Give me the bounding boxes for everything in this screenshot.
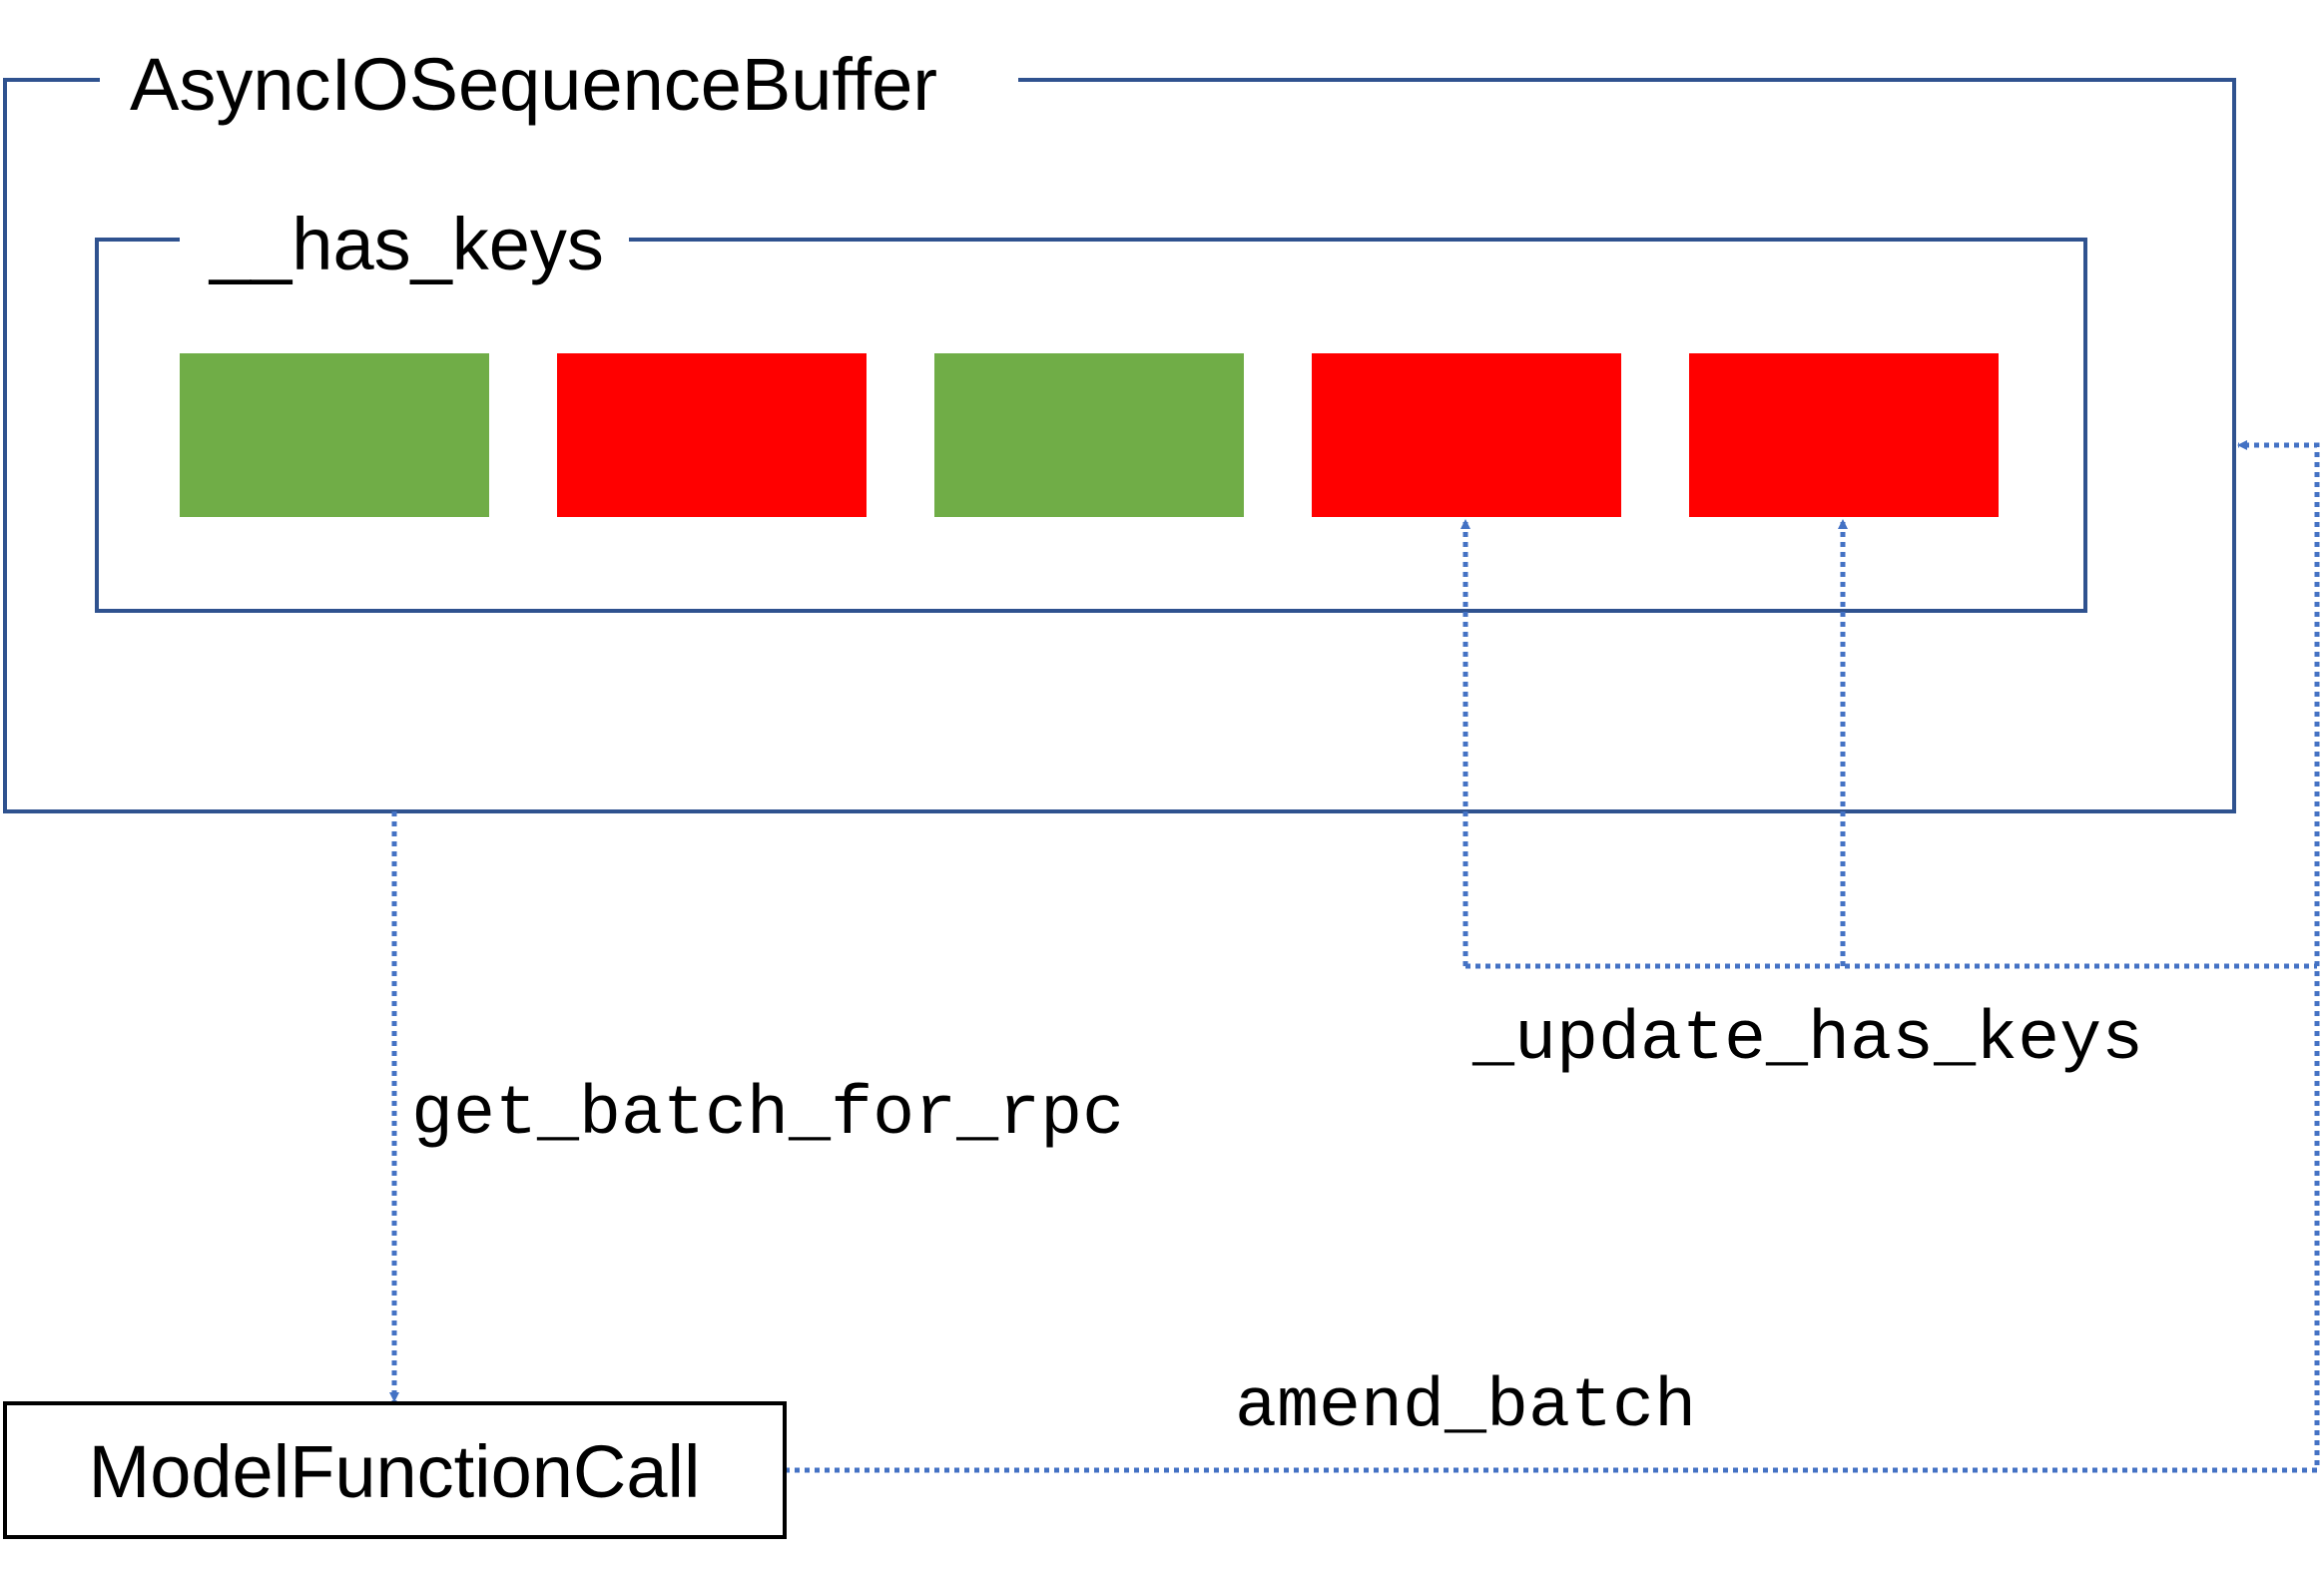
update-keys-label: _update_has_keys — [1471, 1001, 2143, 1080]
inner-container-border — [95, 238, 2087, 613]
key-slots — [180, 353, 1999, 517]
key-slot-5-missing — [1689, 353, 1999, 517]
get-batch-edge: get_batch_for_rpc — [389, 811, 1124, 1402]
key-slot-1-ready — [180, 353, 489, 517]
model-function-call-node: ModelFunctionCall — [3, 1401, 787, 1539]
amend-label: amend_batch — [1235, 1368, 1696, 1447]
key-slot-4-missing — [1312, 353, 1621, 517]
model-function-call-label: ModelFunctionCall — [89, 1430, 701, 1513]
get-batch-label: get_batch_for_rpc — [411, 1076, 1124, 1155]
key-slot-2-missing — [557, 353, 867, 517]
amend-path — [785, 440, 2320, 1473]
outer-container-border — [3, 78, 2236, 813]
amend-edge: amend_batch — [785, 440, 2320, 1473]
outer-container: AsyncIOSequenceBuffer — [3, 43, 2236, 813]
inner-container-title: __has_keys — [208, 203, 604, 285]
key-slot-3-ready — [934, 353, 1244, 517]
outer-container-title: AsyncIOSequenceBuffer — [130, 43, 937, 126]
update-keys-edge: _update_has_keys — [1460, 519, 2317, 1080]
model-function-call-box — [3, 1401, 787, 1539]
inner-container: __has_keys — [95, 203, 2087, 613]
